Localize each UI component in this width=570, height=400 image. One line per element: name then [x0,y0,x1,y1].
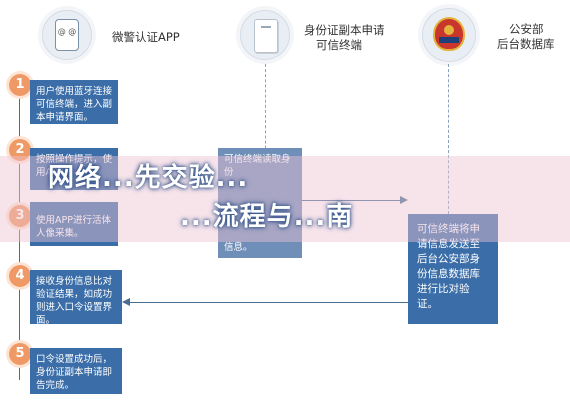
terminal-read-line1: 可信终端读取身份 [224,154,291,178]
emblem-shield-icon [433,17,465,51]
step-3-badge: 3 [9,205,31,227]
step-1-badge: 1 [9,74,31,96]
header-police-line2: 后台数据库 [497,37,555,51]
arrow-to-database [302,200,402,201]
header-police-line1: 公安部 [509,22,544,36]
step-4-badge: 4 [9,265,31,287]
step-1-box: 用户使用蓝牙连接可信终端，进入副本申请界面。 [30,80,118,124]
header-app-label: 微警认证APP [112,30,180,44]
overlay-band [0,156,570,242]
terminal-read-box: 可信终端读取身份 信息。 [218,148,302,258]
police-emblem-icon [422,8,476,62]
app-timeline [19,90,20,380]
step-4-box: 接收身份信息比对验证结果，如成功则进入口令设置界面。 [30,270,122,326]
terminal-read-line3: 信息。 [224,242,253,253]
step-2-badge: 2 [9,139,31,161]
police-lifeline [448,64,449,214]
overlay-title-line1: 网络...先交验... [48,163,249,193]
arrow-head-left-icon [122,298,130,306]
overlay-title-line2: ...流程与...南 [180,202,354,232]
app-icon: @ @ [42,10,92,60]
arrow-to-app [130,302,408,303]
step-2-box: 按照操作提示，使用APP... [30,148,118,190]
step-5-box: 口令设置成功后，身份证副本申请即告完成。 [30,348,122,394]
arrow-head-right-icon [400,196,408,204]
card-reader-icon [254,19,278,53]
step-5-badge: 5 [9,343,31,365]
header-terminal-line1: 身份证副本申请 [304,23,385,37]
app-phone-icon: @ @ [55,19,79,51]
app-icon-text: @ @ [57,27,77,36]
step-3-box: 使用APP进行活体人像采集。 [30,202,118,246]
terminal-lifeline [265,64,266,164]
database-verify-box: 可信终端将申请信息发送至后台公安部身份信息数据库进行比对验证。 [408,214,498,324]
terminal-icon [240,10,290,60]
header-terminal-line2: 可信终端 [316,38,362,52]
